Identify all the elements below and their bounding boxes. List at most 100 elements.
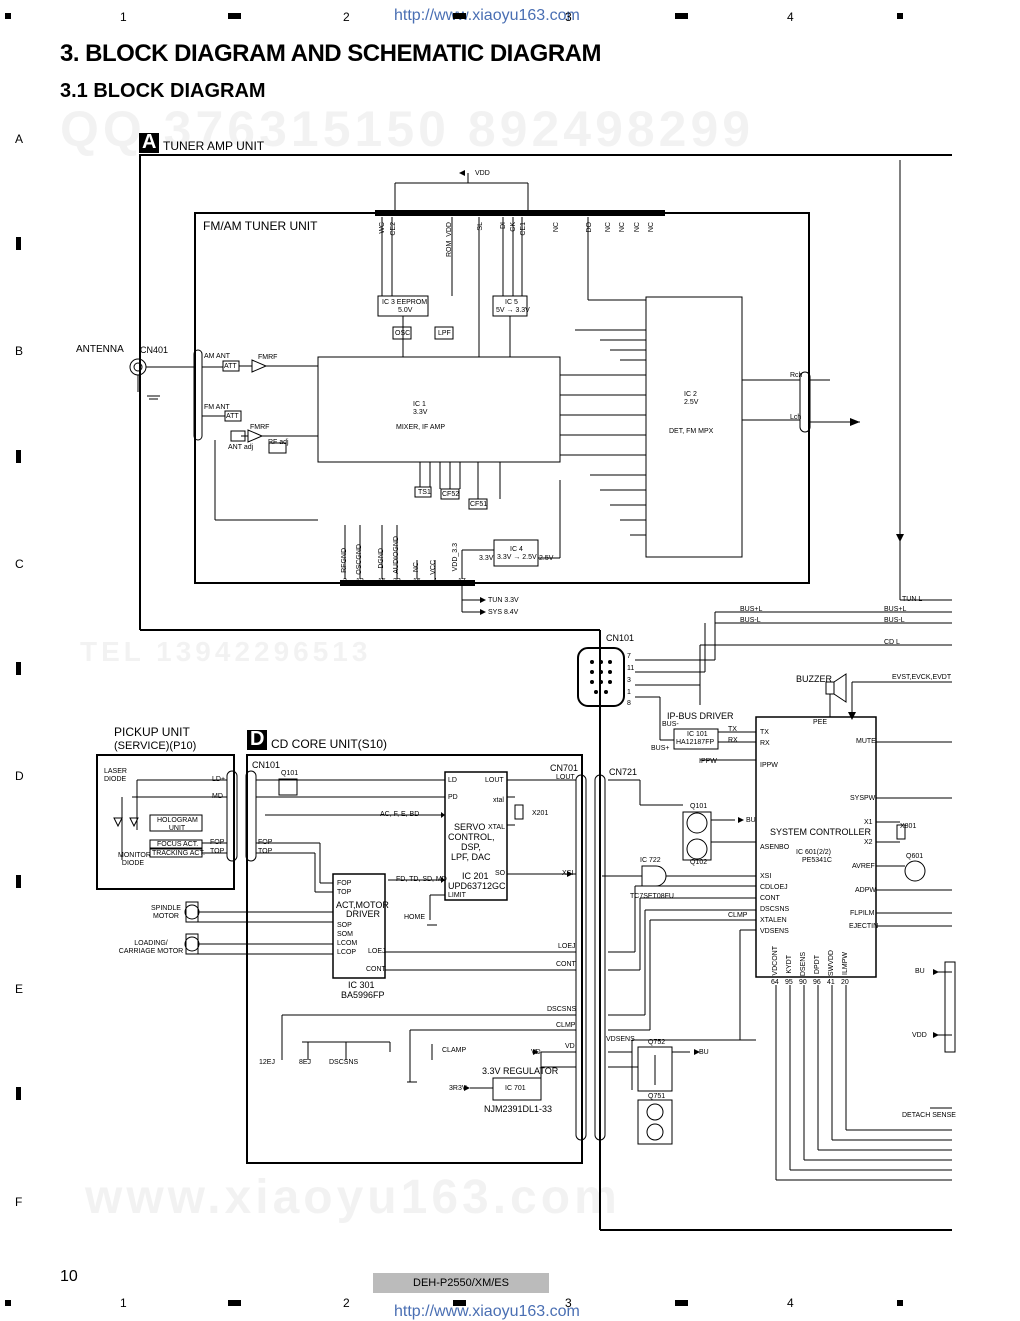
pin-num: 7 (379, 210, 383, 217)
q601-symbol (904, 860, 926, 882)
ic701-box (492, 1077, 542, 1101)
monitor-diode-label: MONITOR DIODE (118, 852, 151, 867)
cn721-label: CN721 (609, 767, 638, 777)
home-label: HOME (404, 914, 425, 921)
watermark-url-top[interactable]: http://www.xiaoyu163.com (394, 7, 580, 24)
pin-num: 7 (627, 653, 631, 660)
system-controller-label: SYSTEM CONTROLLER (770, 827, 872, 837)
ic722-part: TC7SET08FU (630, 893, 674, 900)
so-label: SO (495, 870, 506, 877)
pin-num: 21 (647, 210, 655, 217)
hologram-label: HOLOGRAM UNIT (157, 817, 198, 832)
pin-name: NC (605, 222, 612, 233)
servo-label-3: DSP, (461, 842, 481, 852)
loading-motor-label: LOADING/ CARRIAGE MOTOR (118, 940, 184, 955)
dpdt-label: DPDT (814, 955, 821, 975)
tuner-letter-box (139, 133, 159, 153)
corner-mark (5, 13, 11, 19)
tun33-label: TUN 3.3V (488, 597, 519, 604)
rch-label: Rch (790, 372, 803, 379)
pin-num: 16 (413, 578, 421, 585)
watermark-url-bottom[interactable]: http://www.xiaoyu163.com (394, 1303, 580, 1320)
vd2-label: VD (565, 1043, 575, 1050)
ac-f-e-bd-label: AC, F, E, BD (380, 811, 420, 818)
top-cd-label: TOP (258, 848, 273, 855)
pin-name: CE1 (520, 222, 527, 236)
pin-num: 8 (520, 210, 524, 217)
tx-pin-label: TX (760, 729, 769, 736)
col-label-3-bottom: 3 (565, 1296, 572, 1310)
row-label-c: C (15, 557, 24, 571)
row-mark (16, 237, 21, 250)
clamp-label: CLAMP (442, 1047, 467, 1054)
page-subtitle: 3.1 BLOCK DIAGRAM (60, 80, 266, 102)
ld-pin-label: LD (448, 777, 457, 784)
pin-num: 5 (477, 210, 481, 217)
col-mark (675, 1300, 688, 1306)
ic701-part: NJM2391DL1-33 (484, 1104, 553, 1114)
cn101-connector (577, 647, 625, 707)
x2-label: X2 (864, 839, 873, 846)
fd-td-sd-md-label: FD, TD, SD, MD (396, 876, 447, 883)
ic5-voltage: 5V → 3.3V (496, 307, 530, 314)
corner-mark (897, 13, 903, 19)
page-title: 3. BLOCK DIAGRAM AND SCHEMATIC DIAGRAM (60, 40, 601, 67)
ic3-voltage: 5.0V (398, 307, 413, 314)
cn401-label: CN401 (140, 345, 169, 355)
vdd-right-label: VDD (912, 1032, 927, 1039)
pin-num: 17 (458, 578, 466, 585)
syspw-label: SYSPW (850, 795, 876, 802)
ic3-label: IC 3 EEPROM (382, 299, 428, 306)
ic2-voltage: 2.5V (684, 399, 699, 406)
osc-box (392, 326, 412, 340)
page-number: 10 (60, 1268, 78, 1285)
col-label-2: 2 (343, 10, 350, 24)
vd-label: VD (531, 1049, 541, 1056)
bus-l-right-label: BUS-L (884, 617, 905, 624)
v33-label: 3.3V (479, 555, 494, 562)
rx-pin-label: RX (760, 740, 770, 747)
lcop-label: LCOP (337, 949, 357, 956)
ic1-voltage: 3.3V (413, 409, 428, 416)
pin-num: 15 (378, 578, 386, 585)
pin-num: 13 (448, 210, 456, 217)
corner-mark (897, 1300, 903, 1306)
cf52-label: CF52 (442, 491, 460, 498)
bus-l-plus-label: BUS+L (740, 606, 763, 613)
bu1-label: BU (746, 817, 756, 824)
ippw-pin-label: IPPW (760, 762, 778, 769)
pin-name: CK (510, 222, 517, 232)
rx-label: RX (728, 737, 738, 744)
pin-name: SL (477, 222, 484, 231)
x801-label: X801 (900, 823, 917, 830)
pin-name: RFGND (341, 548, 348, 573)
cd-core-name: CD CORE UNIT(S10) (271, 737, 388, 751)
att1-label: ATT (224, 363, 237, 370)
system-controller-box (755, 716, 877, 978)
col-label-2-bottom: 2 (343, 1296, 350, 1310)
tuner-amp-letter: A (142, 131, 157, 153)
fm-am-tuner-box (194, 212, 810, 584)
q751-label: Q751 (648, 1093, 666, 1100)
pin-num: 8 (627, 700, 631, 707)
pin-num: 11 (551, 210, 559, 217)
ippw-label: IPPW (699, 758, 717, 765)
antenna-label: ANTENNA (76, 344, 124, 355)
dscsns-cd-label: DSCSNS (547, 1006, 577, 1013)
dsens-label: DSENS (800, 952, 807, 977)
tun-l-label: TUN L (902, 596, 923, 603)
col-label-4: 4 (787, 10, 794, 24)
am-ant-label: AM ANT (204, 353, 231, 360)
ic1-function: MIXER, IF AMP (396, 424, 446, 431)
pin-name: VDD_3.3 (452, 543, 459, 572)
fop-label: FOP (210, 839, 225, 846)
pin-name: NC (619, 222, 626, 233)
pin-name: NC (553, 222, 560, 233)
bus-l-label: BUS-L (740, 617, 761, 624)
row-label-a: A (15, 132, 24, 146)
row-label-d: D (15, 769, 24, 783)
tuner-amp-name: TUNER AMP UNIT (163, 139, 265, 153)
8ej-label: 8EJ (299, 1059, 312, 1066)
xtal-label: XTAL (488, 824, 505, 831)
ant-adj-label: ANT adj (228, 444, 254, 451)
